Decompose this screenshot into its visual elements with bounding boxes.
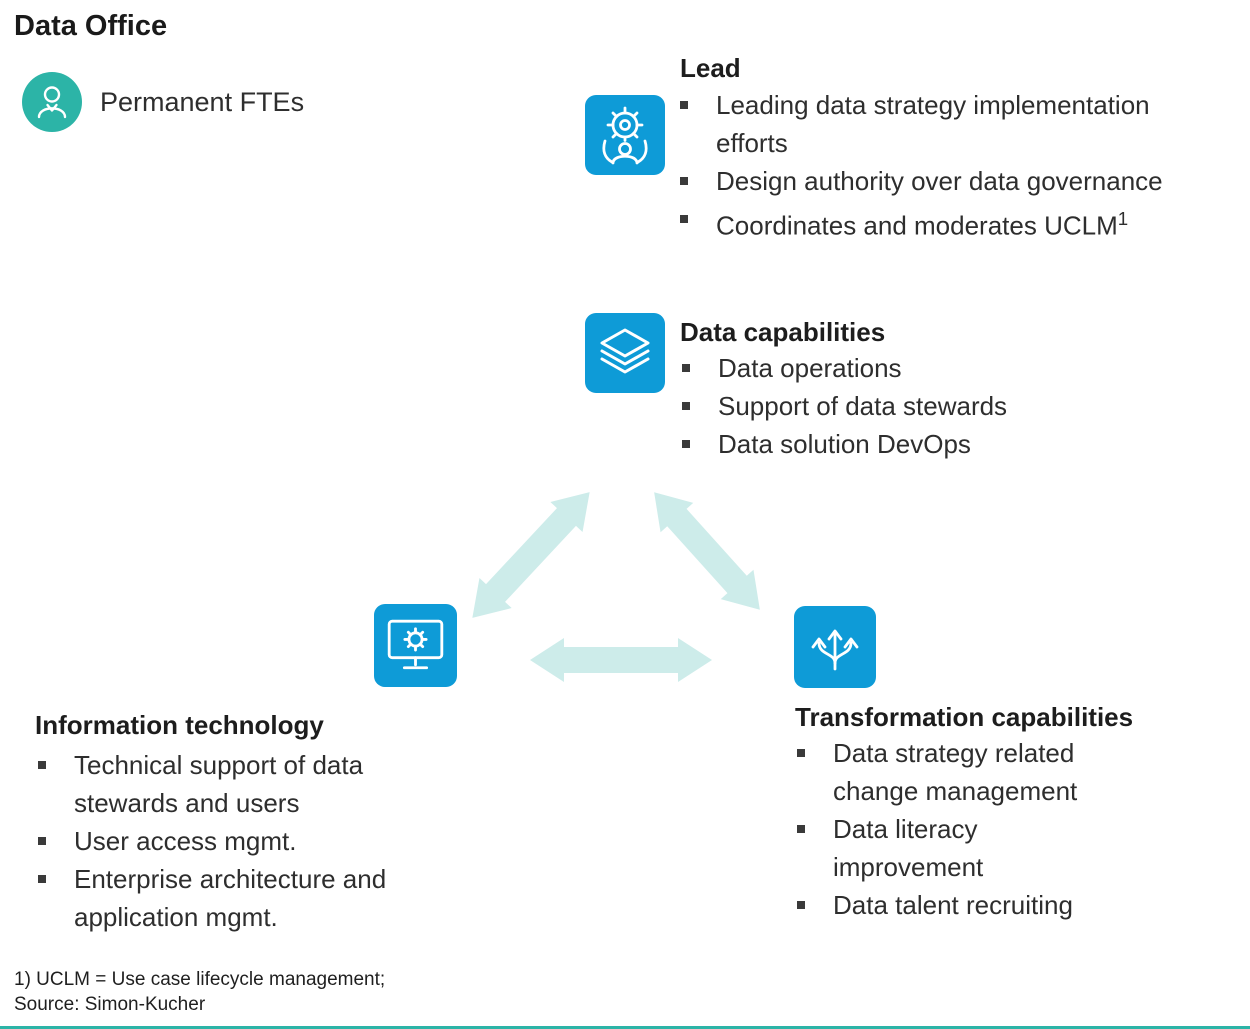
double-arrow-top-to-left <box>472 492 590 618</box>
list-item: Enterprise architecture and application … <box>38 860 398 936</box>
bullet-marker <box>682 440 690 448</box>
bullet-marker <box>38 761 46 769</box>
list-item: User access mgmt. <box>38 822 398 860</box>
bullet-text: Support of data stewards <box>718 391 1008 421</box>
bullet-text: Leading data strategy implementation eff… <box>716 90 1150 158</box>
bullet-marker <box>38 875 46 883</box>
list-item: Technical support of data stewards and u… <box>38 746 398 822</box>
bullet-marker <box>682 402 690 410</box>
bullet-text: Data talent recruiting <box>833 890 1073 920</box>
person-icon <box>37 86 67 119</box>
bullet-marker <box>680 215 688 223</box>
layers-icon <box>600 328 650 374</box>
data-capabilities-bullet-list: Data operations Support of data stewards… <box>682 349 1182 463</box>
list-item: Design authority over data governance <box>680 162 1180 200</box>
legend-circle <box>22 72 82 132</box>
list-item: Coordinates and moderates UCLM1 <box>680 200 1180 245</box>
bullet-marker <box>797 825 805 833</box>
list-item: Data talent recruiting <box>797 886 1127 924</box>
footnote-line-1: 1) UCLM = Use case lifecycle management; <box>14 969 386 990</box>
bullet-text: Data strategy related change management <box>833 738 1078 806</box>
information-technology-icon <box>374 604 457 687</box>
list-item: Data solution DevOps <box>682 425 1182 463</box>
bullet-text: User access mgmt. <box>74 826 297 856</box>
footer-accent-bar <box>0 1026 1250 1029</box>
transformation-capabilities-heading: Transformation capabilities <box>795 702 1134 732</box>
gear-people-icon <box>602 106 648 165</box>
flow-arrows <box>472 492 760 682</box>
lead-icon <box>585 95 665 175</box>
footnote-ref: 1 <box>1117 208 1129 229</box>
information-technology-bullet-list: Technical support of data stewards and u… <box>38 746 398 936</box>
lead-heading: Lead <box>680 53 741 83</box>
list-item: Data literacy improvement <box>797 810 1127 886</box>
list-item: Leading data strategy implementation eff… <box>680 86 1180 162</box>
bullet-text-main: Coordinates and moderates UCLM <box>716 210 1118 241</box>
bullet-text: Design authority over data governance <box>716 166 1163 196</box>
transformation-capabilities-bullet-list: Data strategy related change management … <box>797 734 1127 924</box>
footnote-line-2: Source: Simon-Kucher <box>14 994 206 1015</box>
bullet-text: Enterprise architecture and application … <box>74 864 387 932</box>
page-title: Data Office <box>14 10 168 42</box>
bullet-marker <box>38 837 46 845</box>
branching-arrows-icon <box>811 629 859 671</box>
bullet-text: Coordinates and moderates UCLM1 <box>716 200 1128 245</box>
monitor-gear-icon <box>387 619 444 670</box>
list-item: Support of data stewards <box>682 387 1182 425</box>
lead-bullet-list: Leading data strategy implementation eff… <box>680 86 1180 245</box>
list-item: Data strategy related change management <box>797 734 1127 810</box>
footnote: 1) UCLM = Use case lifecycle management;… <box>14 967 385 1017</box>
bullet-marker <box>680 177 688 185</box>
double-arrow-left-to-right <box>530 638 712 682</box>
bullet-text: Data operations <box>718 353 902 383</box>
data-capabilities-icon <box>585 313 665 393</box>
legend-label: Permanent FTEs <box>100 87 305 117</box>
bullet-marker <box>797 749 805 757</box>
bullet-marker <box>682 364 690 372</box>
transformation-capabilities-icon <box>794 606 876 688</box>
information-technology-heading: Information technology <box>35 710 324 740</box>
list-item: Data operations <box>682 349 1182 387</box>
bullet-marker <box>680 101 688 109</box>
data-capabilities-heading: Data capabilities <box>680 317 886 347</box>
bullet-text: Data literacy improvement <box>833 814 984 882</box>
bullet-text: Data solution DevOps <box>718 429 971 459</box>
bullet-marker <box>797 901 805 909</box>
bullet-text: Technical support of data stewards and u… <box>74 750 364 818</box>
double-arrow-top-to-right <box>654 492 760 610</box>
